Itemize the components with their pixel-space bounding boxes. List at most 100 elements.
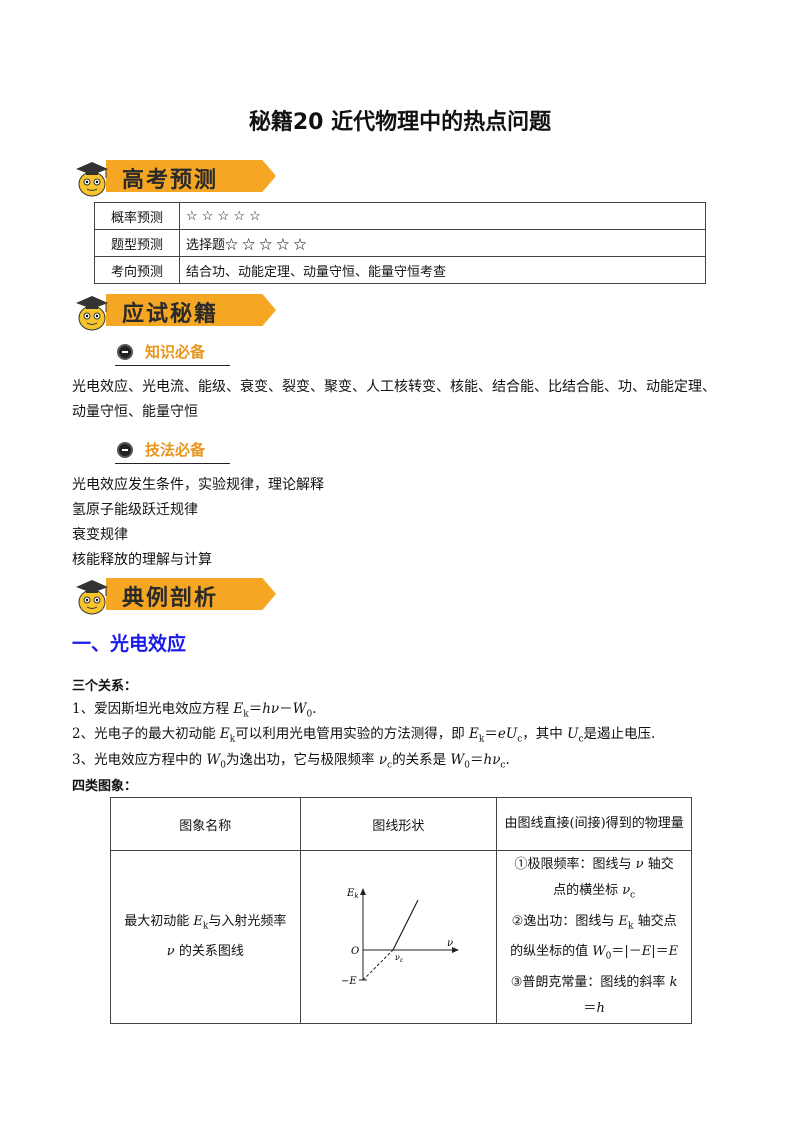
y-axis-arrow-icon (360, 887, 367, 895)
subscript: k (627, 921, 634, 932)
symbol: U (505, 726, 518, 742)
symbol: h (596, 1000, 605, 1016)
text: ＝ (248, 701, 263, 717)
banner-label: 高考预测 (122, 168, 219, 193)
symbol: U (567, 726, 579, 742)
symbol: ν (270, 701, 280, 717)
header-cell: 图象名称 (110, 797, 301, 851)
text: 的关系是 (392, 752, 451, 768)
symbol: h (483, 752, 493, 768)
text: ①极限频率：图线与 (514, 857, 636, 872)
text: 为逸出功，它与极限频率 (226, 752, 379, 768)
header-cell: 由图线直接(间接)得到的物理量 (496, 797, 692, 851)
subscript: c (517, 734, 523, 745)
subscript: k (243, 709, 249, 720)
knowledge-paragraph: 光电效应、光电流、能级、衰变、裂变、聚变、人工核转变、核能、结合能、比结合能、功… (72, 375, 732, 425)
skills-list: 光电效应发生条件，实验规律，理论解释 氢原子能级跃迁规律 衰变规律 核能释放的理… (72, 473, 732, 573)
banner-example-analysis: 典例剖析 (72, 574, 276, 616)
text: 点的横坐标 (553, 883, 623, 898)
text: ，其中 (522, 726, 568, 742)
subhead-label: 技法必备 (145, 441, 206, 459)
subscript: c (578, 734, 584, 745)
mascot-icon (76, 580, 108, 615)
symbol: e (497, 726, 506, 742)
table-cell-value: ☆ ☆ ☆ ☆ ☆ (179, 202, 706, 230)
text: ②逸出功：图线与 (511, 913, 619, 929)
symbol: ν (492, 752, 501, 768)
quantity-cell: ①极限频率：图线与 ν 轴交 点的横坐标 νc ②逸出功：图线与 Ek 轴交点 … (496, 850, 692, 1024)
table-cell-key: 概率预测 (94, 202, 180, 230)
subscript: 0 (605, 951, 612, 962)
knowledge-line: 动量守恒、能量守恒 (72, 404, 198, 420)
relation-2: 2、光电子的最大初动能 Ek可以利用光电管用实验的方法测得，即 Ek＝eUc，其… (72, 722, 655, 745)
subscript: k (229, 734, 236, 745)
symbol: E (233, 701, 244, 717)
banner-gaokao-prediction: 高考预测 (72, 156, 276, 198)
symbol: k (669, 974, 678, 990)
text: 2、光电子的最大初动能 (72, 726, 220, 742)
table-row: 概率预测 ☆ ☆ ☆ ☆ ☆ (94, 202, 706, 230)
four-graphs-table: 图象名称 图线形状 由图线直接(间接)得到的物理量 最大初动能 Ek与入射光频率… (110, 797, 692, 1024)
symbol: E (618, 913, 628, 929)
symbol: W (592, 944, 606, 960)
symbol: E (641, 944, 652, 960)
symbol: W (206, 752, 221, 768)
banner-bar (106, 294, 276, 326)
symbol: W (450, 752, 465, 768)
subscript: c (387, 760, 393, 771)
x-label: ν (447, 938, 453, 949)
table-cell-value: 选择题☆ ☆ ☆ ☆ ☆ (179, 229, 706, 257)
banner-label: 典例剖析 (122, 586, 219, 611)
neg-e-label: −E (341, 976, 357, 987)
text: 的关系图线 (174, 944, 244, 960)
ek-vs-frequency-graph: Ek O ν νc −E (341, 887, 460, 987)
symbol: W (292, 701, 307, 717)
symbol: E (219, 726, 230, 742)
graph-line (392, 899, 419, 951)
extrapolated-line (363, 949, 394, 981)
table-row: 考向预测 结合功、动能定理、动量守恒、能量守恒考查 (94, 256, 706, 284)
symbol: ν (378, 752, 388, 768)
symbol: ν (635, 857, 644, 872)
subhead-underline (115, 463, 230, 464)
banner-bar (106, 160, 276, 192)
relation-1: 1、爱因斯坦光电效应方程 Ek＝hν－W0. (72, 697, 317, 720)
mascot-icon (76, 296, 108, 331)
text: . (312, 701, 317, 717)
bullet-icon (117, 442, 133, 458)
list-item: 光电效应发生条件，实验规律，理论解释 (72, 477, 324, 493)
subhead-underline (115, 365, 230, 366)
text: ＝|－ (611, 944, 642, 960)
list-item: 氢原子能级跃迁规律 (72, 502, 198, 518)
y-label: Ek (346, 888, 359, 900)
x-axis-arrow-icon (452, 946, 460, 953)
subhead-label: 知识必备 (145, 343, 206, 361)
subhead-knowledge: 知识必备 (115, 339, 235, 367)
text: 可以利用光电管用实验的方法测得，即 (235, 726, 470, 742)
subscript: k (202, 921, 209, 932)
text: － (279, 701, 293, 717)
text: ＝ (484, 726, 498, 742)
symbol: E (668, 944, 679, 960)
vc-label: νc (395, 953, 404, 964)
list-item: 核能释放的理解与计算 (72, 552, 212, 568)
text: ③普朗克常量：图线的斜率 (510, 974, 670, 990)
text: 与入射光频率 (208, 913, 287, 929)
three-relations-label: 三个关系： (72, 679, 138, 694)
mascot-icon (76, 162, 108, 197)
subscript: 0 (220, 760, 227, 771)
subscript: k (478, 734, 485, 745)
list-item: 衰变规律 (72, 527, 128, 543)
banner-exam-tips: 应试秘籍 (72, 290, 276, 332)
page-title: 秘籍20 近代物理中的热点问题 (248, 110, 552, 135)
section-heading: 一、光电效应 (72, 633, 187, 655)
subscript: c (500, 760, 506, 771)
text: 是遏止电压. (583, 726, 656, 742)
quantity-text: ①极限频率：图线与 ν 轴交 点的横坐标 νc ②逸出功：图线与 Ek 轴交点 … (498, 852, 690, 1022)
subscript: 0 (306, 709, 313, 720)
relation-3: 3、光电效应方程中的 W0为逸出功，它与极限频率 νc的关系是 W0＝hνc. (72, 748, 510, 771)
